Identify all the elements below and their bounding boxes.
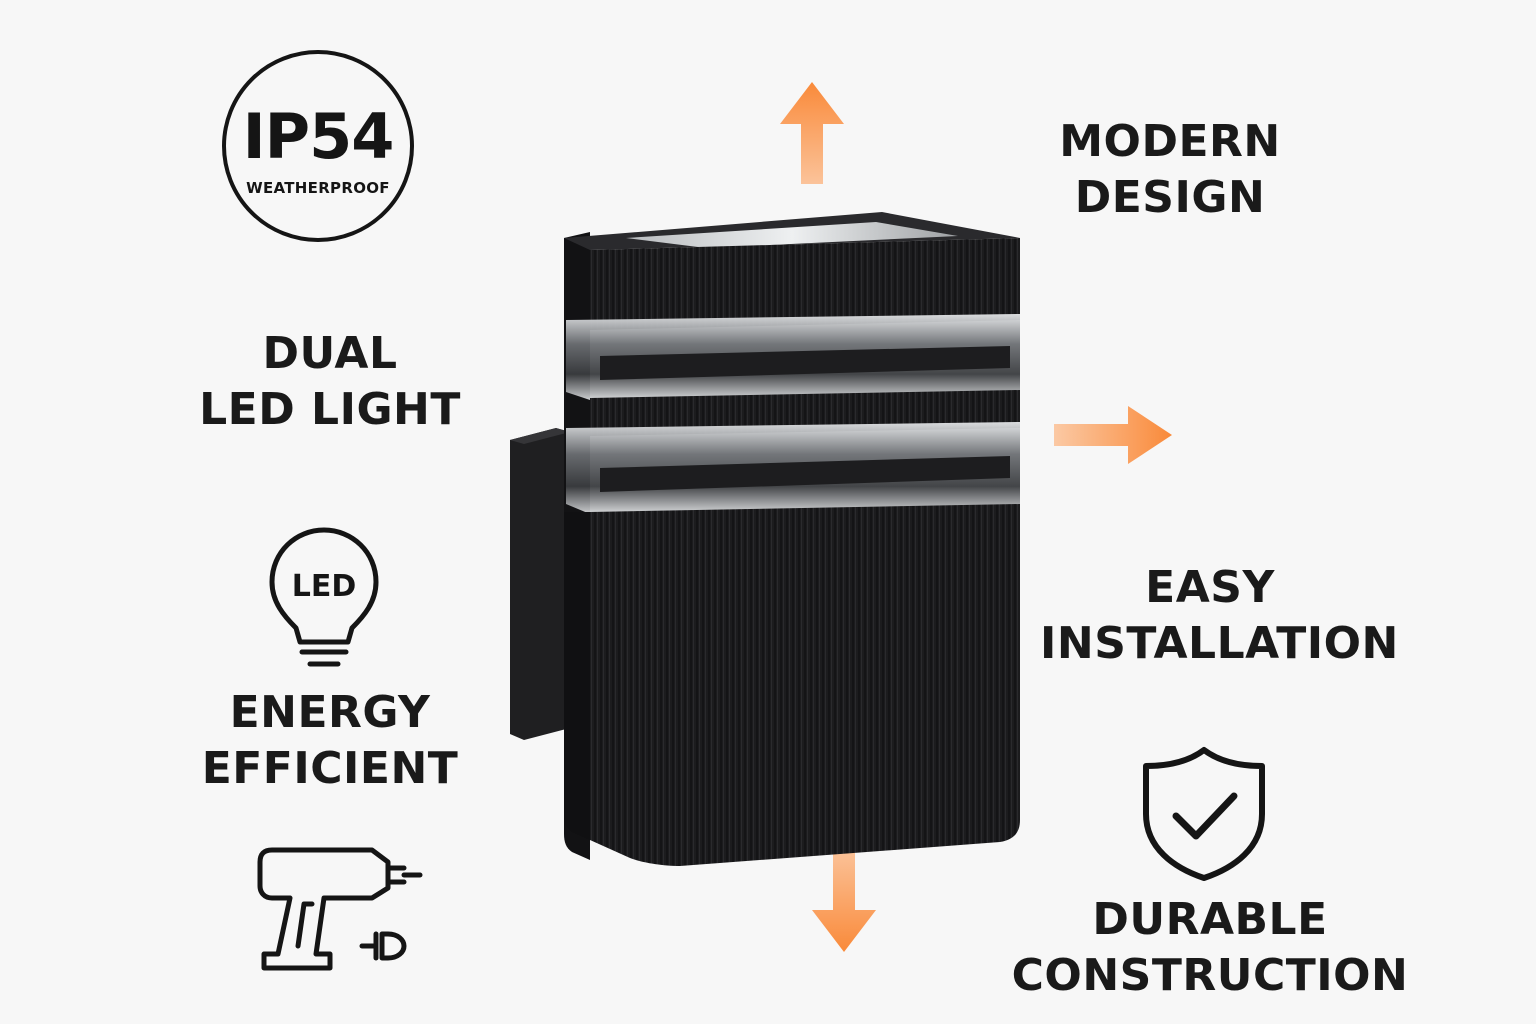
right-arrow-icon [1054, 406, 1172, 464]
ip54-badge: IP54 WEATHERPROOF [222, 50, 414, 242]
feature-dual-led: DUAL LED LIGHT [190, 326, 470, 438]
feature-modern-line1: MODERN [1059, 116, 1281, 167]
feature-modern-design: MODERN DESIGN [1040, 114, 1300, 226]
ip-rating-subtitle: WEATHERPROOF [246, 179, 390, 197]
up-arrow-icon [780, 82, 844, 184]
shield-check-icon [1143, 747, 1265, 881]
feature-modern-line2: DESIGN [1074, 172, 1266, 223]
feature-dual-led-line2: LED LIGHT [199, 384, 461, 435]
feature-durable-construction: DURABLE CONSTRUCTION [1000, 892, 1420, 1004]
drill-icon [257, 847, 423, 971]
feature-dual-led-line1: DUAL [262, 328, 398, 379]
wall-light-fixture [510, 212, 1020, 866]
feature-durable-line1: DURABLE [1092, 894, 1328, 945]
lightbulb-label: LED [292, 569, 357, 604]
lightbulb-icon: LED [269, 527, 379, 667]
feature-energy-line1: ENERGY [229, 687, 431, 738]
ip-rating: IP54 [242, 100, 395, 173]
feature-easy-installation: EASY INSTALLATION [1040, 560, 1399, 672]
feature-energy-line2: EFFICIENT [201, 743, 459, 794]
down-arrow-icon [812, 848, 876, 952]
feature-easy-line1: EASY [1145, 562, 1275, 613]
feature-energy-efficient: ENERGY EFFICIENT [190, 685, 470, 797]
feature-durable-line2: CONSTRUCTION [1011, 950, 1409, 1001]
feature-easy-line2: INSTALLATION [1040, 618, 1399, 669]
